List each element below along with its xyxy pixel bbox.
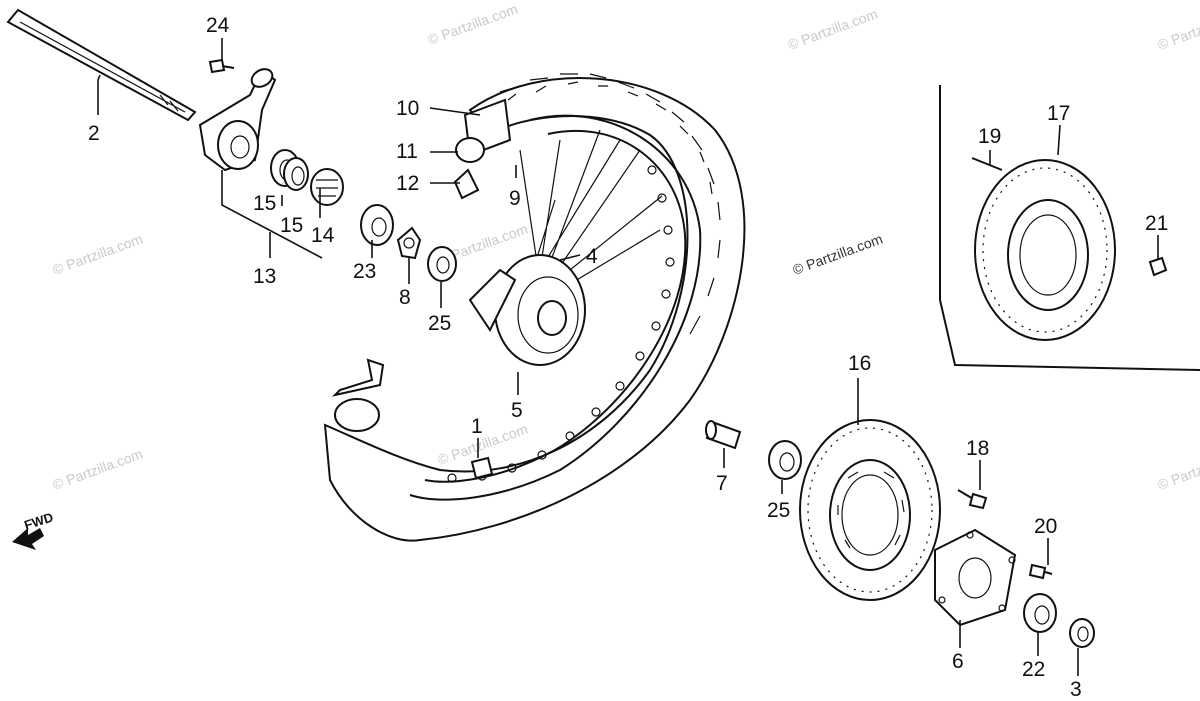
callout-3: 3: [1070, 678, 1082, 701]
callout-21: 21: [1145, 212, 1168, 235]
callout-15: 15: [253, 192, 276, 215]
callout-4: 4: [586, 245, 598, 268]
forward-arrow: FWD: [12, 509, 55, 550]
watermark: © Partzilla.com: [786, 6, 880, 53]
inset-panel: [939, 85, 1200, 371]
callout-18: 18: [966, 437, 989, 460]
callout-10: 10: [396, 97, 419, 120]
callout-25: 25: [428, 312, 451, 335]
bearing-25b: [768, 440, 802, 480]
flange-6: [934, 528, 1017, 627]
speedometer-gearbox: [198, 68, 277, 172]
callout-14: 14: [311, 224, 335, 247]
rim-holes: [447, 165, 675, 483]
tube-valve: [453, 98, 512, 200]
bearing-25: [427, 246, 457, 282]
callout-11: 11: [396, 140, 418, 163]
callout-23: 23: [353, 260, 376, 283]
callout-24: 24: [206, 14, 230, 37]
watermark: © Partzilla.com: [791, 231, 885, 278]
callout-6: 6: [952, 650, 964, 673]
callout-labels: 24 2 15 15 14 13 23 8 25 10 11 12 9 4 5 …: [88, 14, 1168, 701]
watermark: © Partzilla.com: [1156, 446, 1200, 493]
callout-7: 7: [716, 472, 728, 495]
callout-19: 19: [978, 125, 1001, 148]
brake-disc-16: [799, 419, 941, 601]
watermark: © Partzilla.com: [426, 1, 520, 48]
retainer-8: [396, 226, 422, 260]
bolt-18: [957, 489, 988, 510]
watermark: © Partzilla.com: [51, 446, 145, 493]
callout-13: 13: [253, 265, 276, 288]
axle: [6, 8, 197, 122]
leader-lines: [97, 38, 1159, 676]
callout-16: 16: [848, 352, 871, 375]
bolt-24: [208, 58, 235, 74]
hub-5: [468, 254, 586, 366]
spokes: [519, 129, 663, 291]
collar-3: [1069, 618, 1095, 648]
oil-seal-23: [360, 204, 394, 246]
callout-12: 12: [396, 172, 419, 195]
callout-5: 5: [511, 399, 523, 422]
callout-15b: 15: [280, 214, 303, 237]
watermark: © Partzilla.com: [1156, 6, 1200, 53]
callout-1: 1: [471, 415, 483, 438]
seal-22: [1023, 593, 1057, 633]
callout-25b: 25: [767, 499, 790, 522]
callout-2: 2: [88, 122, 100, 145]
callout-20: 20: [1034, 515, 1057, 538]
callout-17: 17: [1047, 102, 1070, 125]
callout-22: 22: [1022, 658, 1045, 681]
washer-15b: [283, 157, 309, 191]
callout-9: 9: [509, 187, 521, 210]
bolt-20: [1028, 563, 1053, 580]
gear-14: [310, 168, 344, 206]
watermark: © Partzilla.com: [51, 231, 145, 278]
wheel-assembly: [323, 73, 746, 542]
nut-1: [470, 456, 494, 480]
callout-8: 8: [399, 286, 411, 309]
collar-7: [705, 420, 742, 450]
